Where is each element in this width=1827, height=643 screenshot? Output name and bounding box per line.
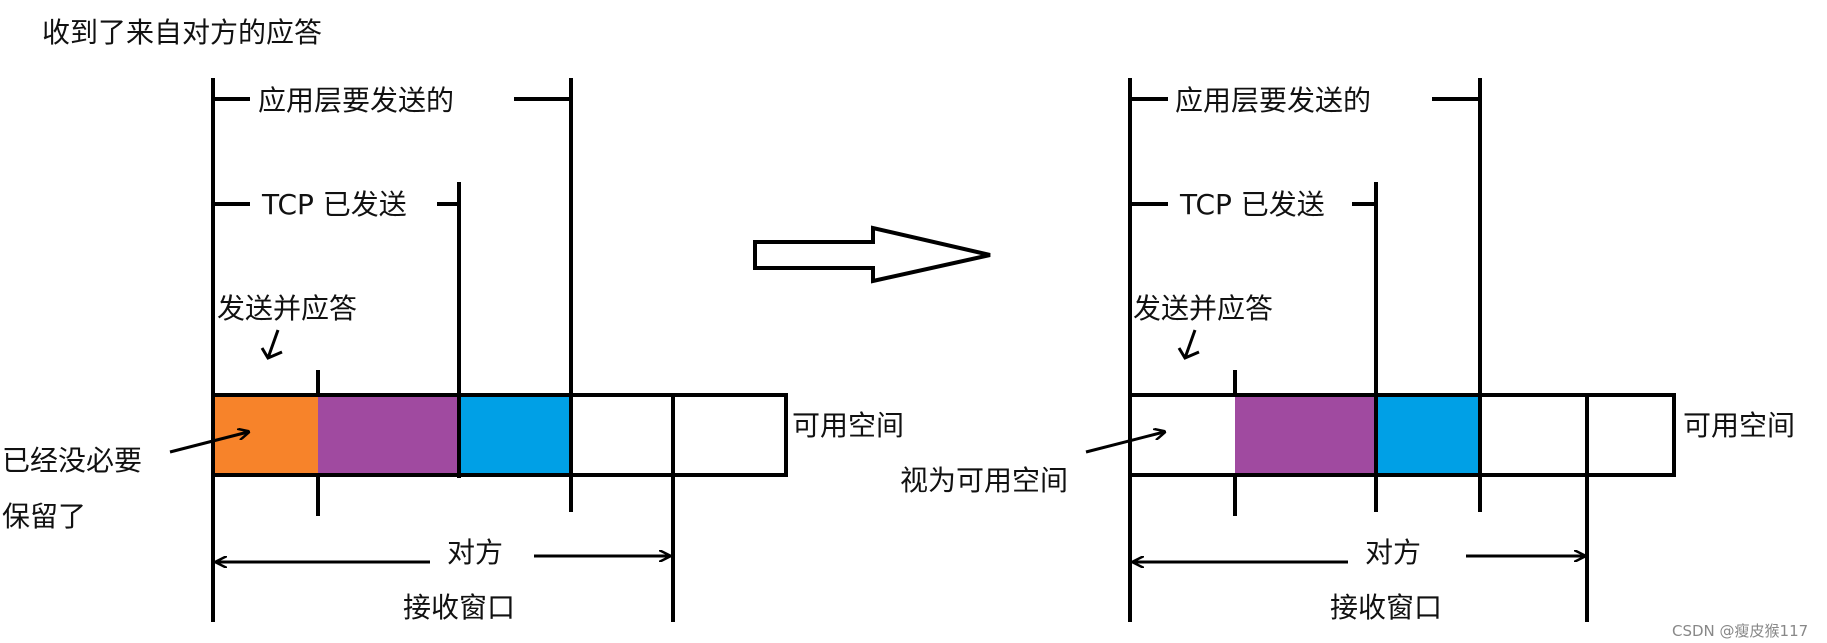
right-segment-free-acked bbox=[1130, 395, 1235, 475]
right-peer-label: 对方 bbox=[1365, 536, 1421, 569]
right-segment-ready bbox=[1376, 395, 1480, 475]
left-segment-free-2 bbox=[673, 395, 786, 475]
left-no-need-arrow-icon bbox=[169, 432, 248, 454]
diagram-title: 收到了来自对方的应答 bbox=[42, 16, 322, 49]
right-app-label: 应用层要发送的 bbox=[1175, 84, 1371, 117]
left-no-need-label-1: 已经没必要 bbox=[2, 444, 142, 477]
right-treat-as-available-label: 视为可用空间 bbox=[900, 464, 1068, 497]
watermark: CSDN @瘦皮猴117 bbox=[1672, 622, 1808, 640]
right-diagram: 应用层要发送的 TCP 已发送 发送并应答 可用空间 视为可用空间 对方 接收窗… bbox=[900, 78, 1795, 624]
right-tcp-label: TCP 已发送 bbox=[1179, 188, 1325, 221]
left-app-label: 应用层要发送的 bbox=[258, 84, 454, 117]
right-segment-free-1 bbox=[1480, 395, 1587, 475]
left-segment-acked bbox=[213, 395, 318, 475]
left-sent-acked-label: 发送并应答 bbox=[217, 292, 357, 325]
right-window-bar bbox=[1128, 393, 1676, 477]
left-window-bar bbox=[211, 393, 788, 477]
left-no-need-label-2: 保留了 bbox=[2, 500, 86, 533]
left-segment-ready bbox=[459, 395, 571, 475]
transition-arrow-icon bbox=[753, 225, 991, 284]
right-segment-free-2 bbox=[1587, 395, 1674, 475]
left-available-label: 可用空间 bbox=[792, 409, 904, 442]
left-segment-sent bbox=[318, 395, 459, 475]
left-tcp-label: TCP 已发送 bbox=[261, 188, 407, 221]
left-recv-window-label: 接收窗口 bbox=[403, 591, 515, 624]
left-diagram: 应用层要发送的 TCP 已发送 发送并应答 可用空间 已经没必要 保留了 对方 … bbox=[2, 78, 904, 624]
right-sent-acked-arrow-icon bbox=[1177, 329, 1200, 360]
left-segment-free-1 bbox=[571, 395, 673, 475]
right-treat-as-available-arrow-icon bbox=[1085, 432, 1164, 454]
right-available-label: 可用空间 bbox=[1683, 409, 1795, 442]
left-peer-label: 对方 bbox=[447, 536, 503, 569]
right-segment-sent bbox=[1235, 395, 1376, 475]
right-sent-acked-label: 发送并应答 bbox=[1133, 292, 1273, 325]
right-recv-window-label: 接收窗口 bbox=[1330, 591, 1442, 624]
left-sent-acked-arrow-icon bbox=[260, 329, 283, 360]
